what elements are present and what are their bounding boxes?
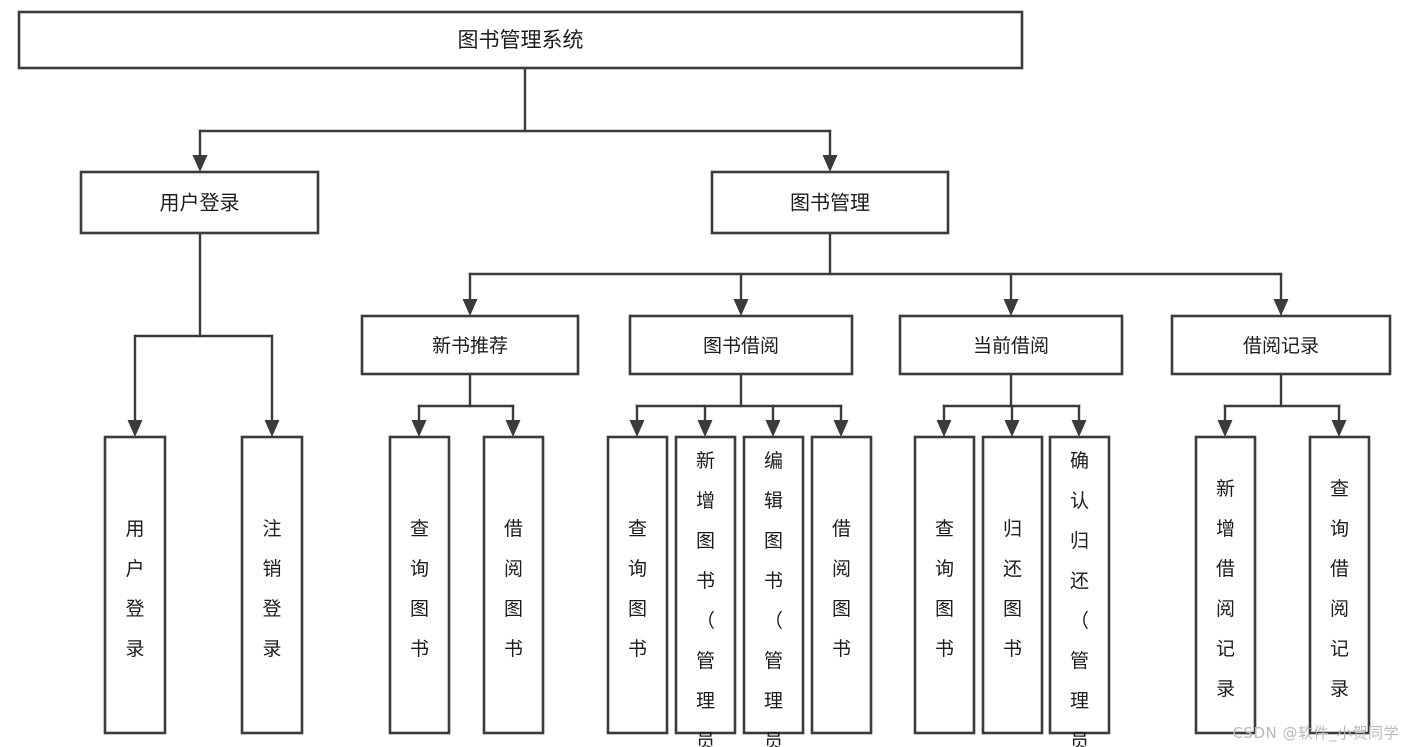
leaf-node-label: 编辑图书（管理员）: [764, 450, 783, 747]
leaf-node-box[interactable]: [388, 435, 451, 735]
leaf-node-label: 查询图书: [628, 518, 647, 660]
root-node-box[interactable]: [17, 10, 1024, 70]
connector-layer: [127, 66, 1347, 437]
leaf-node-box[interactable]: [482, 435, 545, 735]
arrow-head-icon: [127, 420, 143, 437]
node-layer: 图书管理系统用户登录图书管理新书推荐图书借阅当前借阅借阅记录用户登录注销登录查询…: [17, 10, 1392, 747]
arrow-head-icon: [733, 299, 749, 316]
leaf-node-box[interactable]: [606, 435, 669, 735]
arrow-head-icon: [1217, 420, 1233, 437]
level2-node[interactable]: 图书借阅: [628, 314, 854, 376]
leaf-node-label: 确认归还（管理员）: [1070, 450, 1089, 747]
leaf-node-box[interactable]: [674, 435, 737, 735]
level2-node[interactable]: 当前借阅: [898, 314, 1124, 376]
leaf-node[interactable]: 注销登录: [240, 435, 304, 735]
leaf-node[interactable]: 查询图书: [913, 435, 976, 735]
leaf-node-box[interactable]: [913, 435, 976, 735]
leaf-node[interactable]: 编辑图书（管理员）: [742, 435, 805, 747]
leaf-node-box[interactable]: [981, 435, 1044, 735]
level1-node-box[interactable]: [710, 170, 950, 235]
leaf-node-box[interactable]: [103, 435, 167, 735]
arrow-head-icon: [505, 420, 521, 437]
level1-node[interactable]: 用户登录: [79, 170, 320, 235]
level1-node[interactable]: 图书管理: [710, 170, 950, 235]
arrow-head-icon: [765, 420, 781, 437]
leaf-node[interactable]: 新增借阅记录: [1194, 435, 1257, 735]
arrow-head-icon: [833, 420, 849, 437]
level2-node-label: 图书借阅: [703, 335, 779, 357]
leaf-node[interactable]: 查询借阅记录: [1308, 435, 1371, 735]
arrow-head-icon: [1004, 420, 1020, 437]
csdn-watermark: CSDN @软件_小贺同学: [1232, 724, 1399, 742]
arrow-head-icon: [462, 299, 478, 316]
leaf-node-box[interactable]: [1194, 435, 1257, 735]
leaf-node-box[interactable]: [742, 435, 805, 735]
arrow-head-icon: [411, 420, 427, 437]
level2-node-box[interactable]: [628, 314, 854, 376]
level1-node-box[interactable]: [79, 170, 320, 235]
arrow-head-icon: [822, 155, 838, 172]
arrow-head-icon: [1331, 420, 1347, 437]
leaf-node-label: 借阅图书: [832, 518, 851, 660]
leaf-node[interactable]: 用户登录: [103, 435, 167, 735]
arrow-head-icon: [697, 420, 713, 437]
leaf-node-label: 新增借阅记录: [1216, 478, 1235, 700]
leaf-node[interactable]: 借阅图书: [482, 435, 545, 735]
level2-node-box[interactable]: [898, 314, 1124, 376]
leaf-node[interactable]: 借阅图书: [810, 435, 873, 735]
arrow-head-icon: [1071, 420, 1087, 437]
leaf-node-label: 查询图书: [410, 518, 429, 660]
level2-node-label: 新书推荐: [432, 335, 508, 357]
level2-node[interactable]: 借阅记录: [1170, 314, 1392, 376]
leaf-node[interactable]: 查询图书: [606, 435, 669, 735]
arrow-head-icon: [629, 420, 645, 437]
leaf-node[interactable]: 确认归还（管理员）: [1048, 435, 1111, 747]
root-node-label: 图书管理系统: [458, 28, 584, 52]
leaf-node-box[interactable]: [810, 435, 873, 735]
arrow-head-icon: [936, 420, 952, 437]
level1-node-label: 用户登录: [160, 191, 240, 215]
leaf-node-label: 注销登录: [262, 518, 281, 660]
leaf-node-label: 查询图书: [935, 518, 954, 660]
leaf-node-label: 新增图书（管理员）: [696, 450, 715, 747]
leaf-node-label: 借阅图书: [504, 518, 523, 660]
level2-node-box[interactable]: [1170, 314, 1392, 376]
level2-node-box[interactable]: [360, 314, 580, 376]
arrow-head-icon: [1273, 299, 1289, 316]
level2-node[interactable]: 新书推荐: [360, 314, 580, 376]
leaf-node-box[interactable]: [1308, 435, 1371, 735]
leaf-node-label: 归还图书: [1003, 518, 1022, 660]
root-node[interactable]: 图书管理系统: [17, 10, 1024, 70]
arrow-head-icon: [192, 155, 208, 172]
leaf-node[interactable]: 查询图书: [388, 435, 451, 735]
level2-node-label: 借阅记录: [1243, 335, 1319, 357]
leaf-node-box[interactable]: [240, 435, 304, 735]
level2-node-label: 当前借阅: [973, 335, 1049, 357]
leaf-node-label: 查询借阅记录: [1330, 478, 1349, 700]
leaf-node[interactable]: 新增图书（管理员）: [674, 435, 737, 747]
arrow-head-icon: [264, 420, 280, 437]
level1-node-label: 图书管理: [790, 191, 870, 215]
leaf-node-label: 用户登录: [125, 518, 144, 660]
leaf-node[interactable]: 归还图书: [981, 435, 1044, 735]
leaf-node-box[interactable]: [1048, 435, 1111, 735]
arrow-head-icon: [1003, 299, 1019, 316]
